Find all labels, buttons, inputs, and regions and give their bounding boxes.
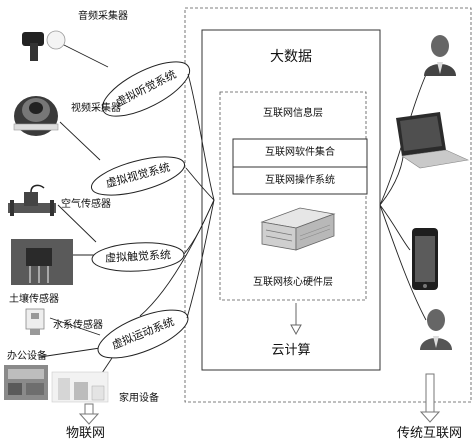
soil-sensor-label: 土壤传感器 xyxy=(9,294,59,305)
home-appliance-label: 家用设备 xyxy=(119,393,159,404)
big-data-title: 大数据 xyxy=(270,49,312,65)
water-sensor-icon xyxy=(25,308,45,335)
air-sensor-icon xyxy=(8,184,56,216)
ellipse-vision xyxy=(90,156,186,196)
audio-collector-label: 音频采集器 xyxy=(78,11,128,22)
software-set-label: 互联网软件集合 xyxy=(265,147,335,158)
iot-label: 物联网 xyxy=(66,426,106,441)
server-icon xyxy=(260,207,336,251)
user-icon xyxy=(420,309,452,350)
audio-collector-icon xyxy=(22,30,66,61)
info-layer-label: 互联网信息层 xyxy=(263,108,323,119)
video-collector-icon xyxy=(13,96,59,136)
internet-arrow-icon xyxy=(419,411,441,423)
video-collector-label: 视频采集器 xyxy=(71,103,121,114)
info-layer-box xyxy=(219,91,367,301)
cloud-arrow-icon xyxy=(290,324,302,336)
smartphone-icon xyxy=(412,228,438,290)
system-connectors xyxy=(139,73,215,319)
water-sensor-label: 水系传感器 xyxy=(53,320,103,331)
home-appliance-image xyxy=(51,371,109,403)
soil-sensor-icon xyxy=(11,239,73,285)
ellipse-hearing xyxy=(101,61,191,117)
office-equipment-label: 办公设备 xyxy=(7,351,47,362)
cloud-computing-label: 云计算 xyxy=(271,343,311,358)
air-sensor-label: 空气传感器 xyxy=(61,199,111,210)
ellipse-touch xyxy=(91,242,185,272)
traditional-internet-label: 传统互联网 xyxy=(397,426,463,441)
iot-arrow-icon xyxy=(78,413,100,425)
office-equipment-image xyxy=(4,365,48,400)
user-icon xyxy=(424,35,456,76)
internet-frame xyxy=(184,7,472,403)
cloud-box xyxy=(201,29,381,371)
laptop-icon xyxy=(396,112,470,169)
os-label: 互联网操作系统 xyxy=(265,175,335,186)
hardware-layer-label: 互联网核心硬件层 xyxy=(253,277,333,288)
